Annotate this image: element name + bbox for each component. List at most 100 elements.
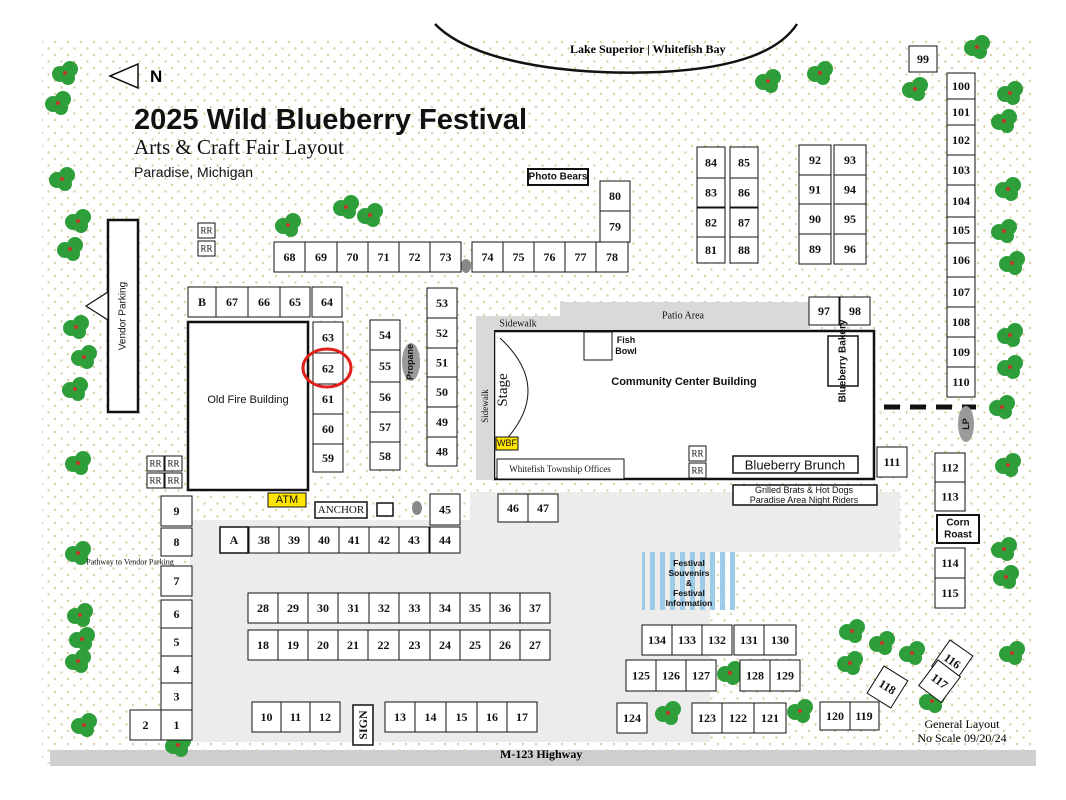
booth-134[interactable]: 134 xyxy=(641,624,673,656)
booth-42[interactable]: 42 xyxy=(368,526,400,554)
booth-9[interactable]: 9 xyxy=(160,495,193,527)
booth-43[interactable]: 43 xyxy=(398,526,430,554)
booth-90[interactable]: 90 xyxy=(798,203,832,235)
booth-99[interactable]: 99 xyxy=(908,45,938,73)
booth-32[interactable]: 32 xyxy=(368,592,400,624)
booth-122[interactable]: 122 xyxy=(721,702,755,734)
booth-111[interactable]: 111 xyxy=(876,446,908,478)
booth-87[interactable]: 87 xyxy=(729,207,759,238)
booth-25[interactable]: 25 xyxy=(459,629,491,661)
booth-13[interactable]: 13 xyxy=(384,701,416,733)
booth-67[interactable]: 67 xyxy=(215,286,249,318)
booth-14[interactable]: 14 xyxy=(414,701,447,733)
booth-53[interactable]: 53 xyxy=(426,287,458,319)
booth-73[interactable]: 73 xyxy=(429,241,462,273)
booth-102[interactable]: 102 xyxy=(946,124,976,156)
booth-69[interactable]: 69 xyxy=(304,241,338,273)
booth-132[interactable]: 132 xyxy=(701,624,733,656)
booth-3[interactable]: 3 xyxy=(160,682,193,711)
booth-62[interactable]: 62 xyxy=(312,352,344,385)
booth-29[interactable]: 29 xyxy=(277,592,309,624)
booth-2[interactable]: 2 xyxy=(129,709,162,741)
booth-40[interactable]: 40 xyxy=(308,526,340,554)
booth-28[interactable]: 28 xyxy=(247,592,279,624)
booth-89[interactable]: 89 xyxy=(798,233,832,265)
booth-95[interactable]: 95 xyxy=(833,203,867,235)
booth-21[interactable]: 21 xyxy=(337,629,369,661)
booth-107[interactable]: 107 xyxy=(946,276,976,308)
booth-10[interactable]: 10 xyxy=(251,701,282,733)
booth-51[interactable]: 51 xyxy=(426,347,458,378)
booth-98[interactable]: 98 xyxy=(839,296,871,326)
booth-97[interactable]: 97 xyxy=(808,296,840,326)
booth-52[interactable]: 52 xyxy=(426,317,458,349)
booth-92[interactable]: 92 xyxy=(798,144,832,176)
booth-106[interactable]: 106 xyxy=(946,242,976,278)
booth-72[interactable]: 72 xyxy=(398,241,431,273)
booth-83[interactable]: 83 xyxy=(696,177,726,208)
booth-71[interactable]: 71 xyxy=(367,241,400,273)
booth-123[interactable]: 123 xyxy=(691,702,723,734)
booth-27[interactable]: 27 xyxy=(519,629,551,661)
booth-127[interactable]: 127 xyxy=(685,659,717,692)
booth-58[interactable]: 58 xyxy=(369,441,401,471)
booth-112[interactable]: 112 xyxy=(934,452,966,483)
booth-66[interactable]: 66 xyxy=(247,286,281,318)
booth-16[interactable]: 16 xyxy=(476,701,508,733)
booth-120[interactable]: 120 xyxy=(819,701,851,731)
booth-1[interactable]: 1 xyxy=(160,709,193,741)
booth-109[interactable]: 109 xyxy=(946,336,976,368)
booth-64[interactable]: 64 xyxy=(311,286,343,318)
booth-93[interactable]: 93 xyxy=(833,144,867,176)
booth-22[interactable]: 22 xyxy=(367,629,400,661)
booth-118[interactable]: 118 xyxy=(866,665,909,709)
booth-130[interactable]: 130 xyxy=(763,624,797,656)
booth-86[interactable]: 86 xyxy=(729,177,759,208)
booth-34[interactable]: 34 xyxy=(429,592,461,624)
booth-35[interactable]: 35 xyxy=(459,592,491,624)
booth-48[interactable]: 48 xyxy=(426,436,458,467)
booth-110[interactable]: 110 xyxy=(946,366,976,398)
booth-91[interactable]: 91 xyxy=(798,174,832,205)
booth-119[interactable]: 119 xyxy=(848,701,880,731)
booth-70[interactable]: 70 xyxy=(336,241,369,273)
booth-46[interactable]: 46 xyxy=(497,493,529,523)
booth-85[interactable]: 85 xyxy=(729,146,759,179)
booth-65[interactable]: 65 xyxy=(279,286,311,318)
booth-11[interactable]: 11 xyxy=(280,701,311,733)
booth-100[interactable]: 100 xyxy=(946,72,976,100)
booth-18[interactable]: 18 xyxy=(247,629,279,661)
booth-60[interactable]: 60 xyxy=(312,413,344,445)
booth-101[interactable]: 101 xyxy=(946,98,976,126)
booth-19[interactable]: 19 xyxy=(277,629,309,661)
booth-5[interactable]: 5 xyxy=(160,627,193,657)
booth-81[interactable]: 81 xyxy=(696,236,726,264)
booth-38[interactable]: 38 xyxy=(248,526,280,554)
booth-7[interactable]: 7 xyxy=(160,565,193,597)
booth-56[interactable]: 56 xyxy=(369,381,401,413)
booth-96[interactable]: 96 xyxy=(833,233,867,265)
booth-75[interactable]: 75 xyxy=(502,241,535,273)
booth-114[interactable]: 114 xyxy=(934,547,966,579)
booth-76[interactable]: 76 xyxy=(533,241,566,273)
booth-30[interactable]: 30 xyxy=(307,592,339,624)
booth-126[interactable]: 126 xyxy=(655,659,687,692)
booth-108[interactable]: 108 xyxy=(946,306,976,338)
booth-59[interactable]: 59 xyxy=(312,443,344,473)
booth-121[interactable]: 121 xyxy=(753,702,787,734)
booth-26[interactable]: 26 xyxy=(489,629,521,661)
booth-12[interactable]: 12 xyxy=(309,701,341,733)
booth-4[interactable]: 4 xyxy=(160,655,193,684)
booth-49[interactable]: 49 xyxy=(426,406,458,438)
booth-94[interactable]: 94 xyxy=(833,174,867,205)
booth-128[interactable]: 128 xyxy=(739,659,771,692)
booth-115[interactable]: 115 xyxy=(934,577,966,609)
booth-105[interactable]: 105 xyxy=(946,216,976,244)
booth-57[interactable]: 57 xyxy=(369,411,401,443)
booth-15[interactable]: 15 xyxy=(445,701,478,733)
booth-117[interactable]: 117 xyxy=(918,659,962,704)
booth-23[interactable]: 23 xyxy=(398,629,431,661)
booth-17[interactable]: 17 xyxy=(506,701,538,733)
booth-129[interactable]: 129 xyxy=(769,659,801,692)
booth-50[interactable]: 50 xyxy=(426,376,458,408)
